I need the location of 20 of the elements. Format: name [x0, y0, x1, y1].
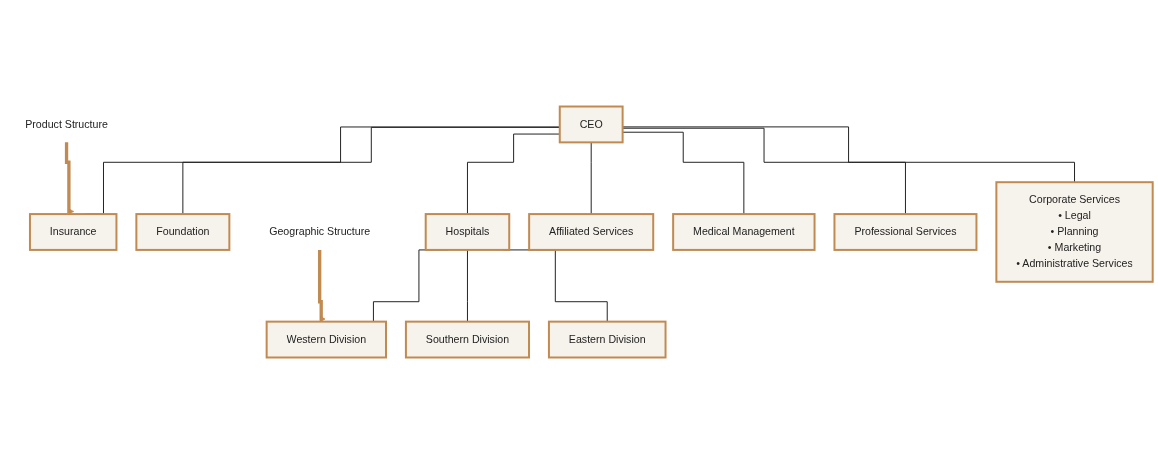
connector	[622, 127, 906, 215]
node-box: Eastern Division	[547, 320, 667, 359]
node-text: Product Structure	[25, 118, 108, 130]
connector	[622, 126, 1076, 183]
node-box: Foundation	[135, 213, 231, 251]
node-box: Affiliated Services	[528, 213, 655, 251]
node-box: Insurance	[28, 213, 118, 251]
node-box: Professional Services	[833, 213, 978, 251]
arrow	[64, 140, 75, 215]
node-box: Southern Division	[404, 320, 530, 359]
node-box: Corporate Services • Legal • Planning • Marketing • Administrative Services	[995, 181, 1154, 283]
node-box: CEO	[558, 105, 624, 144]
connector	[466, 249, 468, 323]
node-box: Medical Management	[672, 213, 816, 251]
connector	[590, 141, 592, 215]
node-box: Hospitals	[424, 213, 511, 251]
connector	[622, 131, 745, 215]
node-text: Geographic Structure	[269, 226, 371, 238]
node-box: Western Division	[265, 320, 387, 359]
arrow	[318, 248, 326, 322]
